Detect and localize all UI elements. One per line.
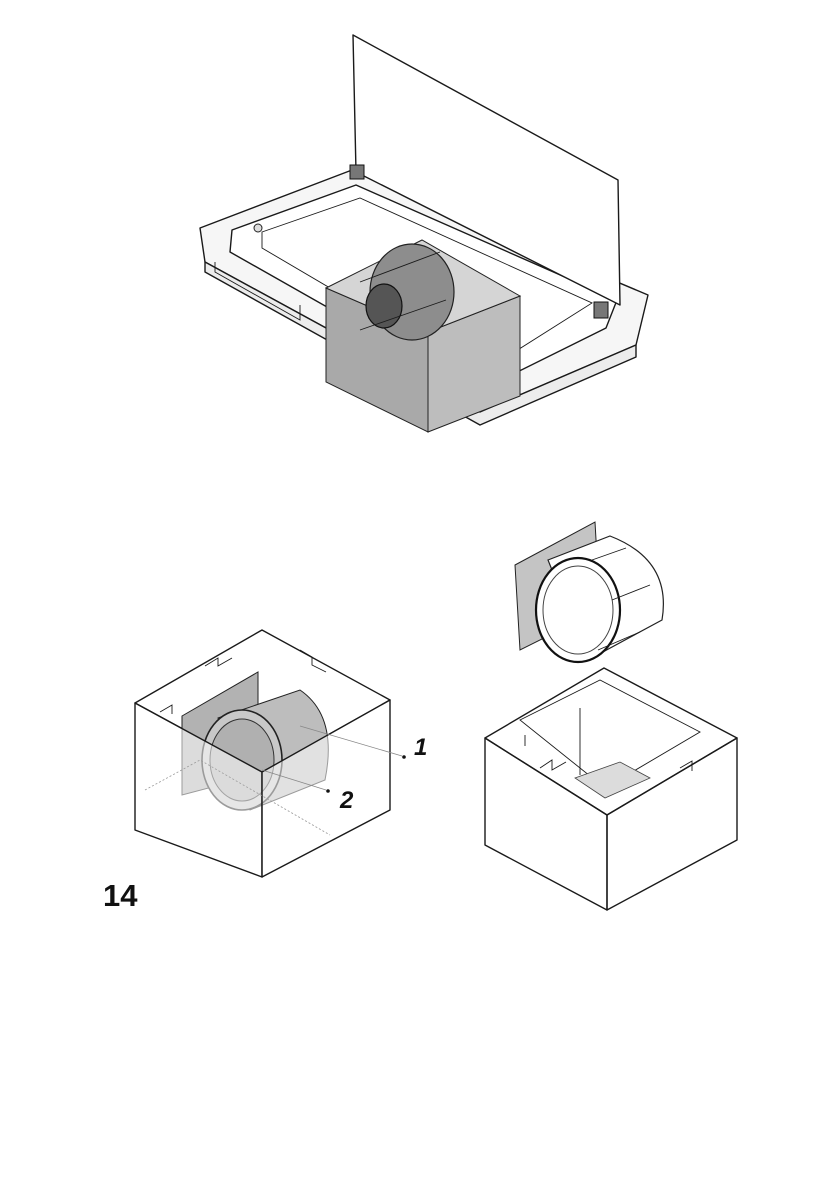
callout-2-label: 2: [339, 787, 354, 814]
leader-dot-2: [326, 789, 330, 793]
appliance-top-view: [200, 35, 648, 432]
box-with-drum: [135, 630, 406, 877]
drum-removed: [515, 522, 663, 662]
drum-removed-opening: [543, 566, 613, 654]
hinge-left: [350, 165, 364, 179]
post-left: [254, 224, 262, 232]
figure-number: 14: [103, 878, 138, 913]
leader-dot-1: [402, 755, 406, 759]
callout-1-label: 1: [414, 734, 427, 761]
empty-box: [485, 668, 737, 910]
hinge-right: [594, 302, 608, 318]
